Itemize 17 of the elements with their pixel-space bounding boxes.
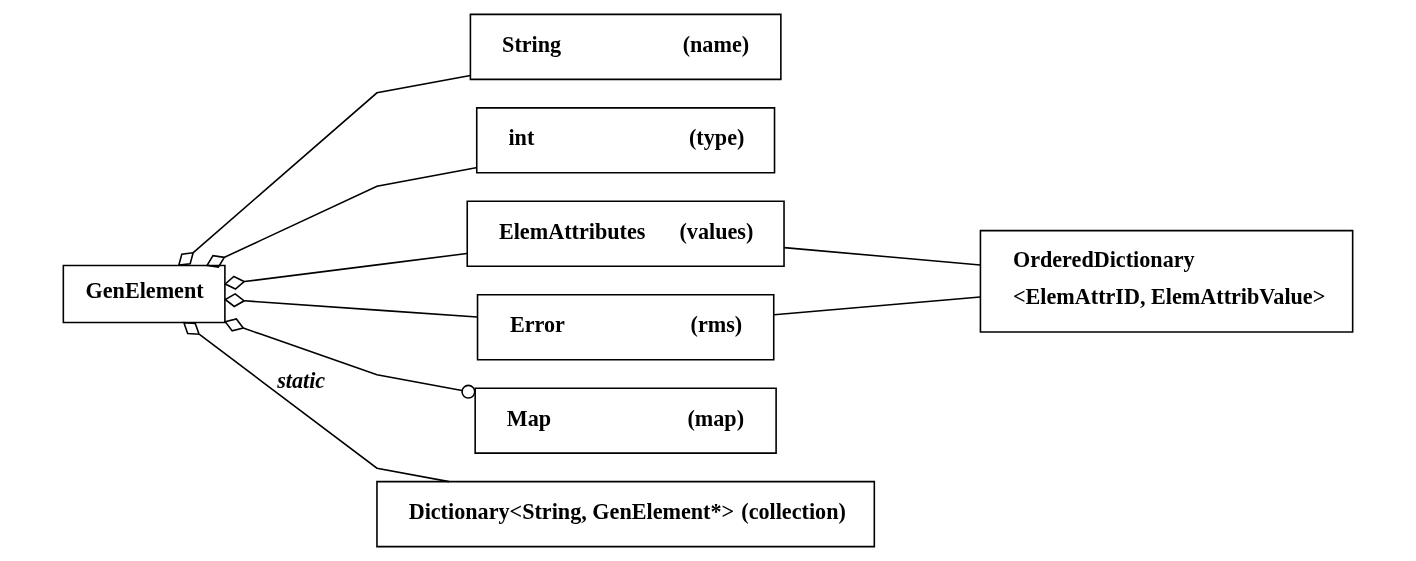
node-box: int (type) [475,107,776,174]
node-box: Error (rms) [476,293,775,361]
edge-label: static [277,367,326,393]
connector [773,296,981,316]
node-box: GenElement [62,264,226,324]
node-box: Map (map) [474,387,777,454]
node-box: ElemAttributes (values) [466,200,785,268]
connector [182,321,450,483]
connector [177,74,472,267]
connector [223,292,478,318]
node-box: OrderedDictionary <ElemAttrID, ElemAttribValue> [979,229,1354,333]
connector [223,318,476,399]
connector [783,246,982,266]
connector [223,252,468,290]
node-box: String (name) [469,13,782,81]
connector [205,167,477,268]
node-box: Dictionary<String, GenElement*> (collection) [376,480,876,548]
